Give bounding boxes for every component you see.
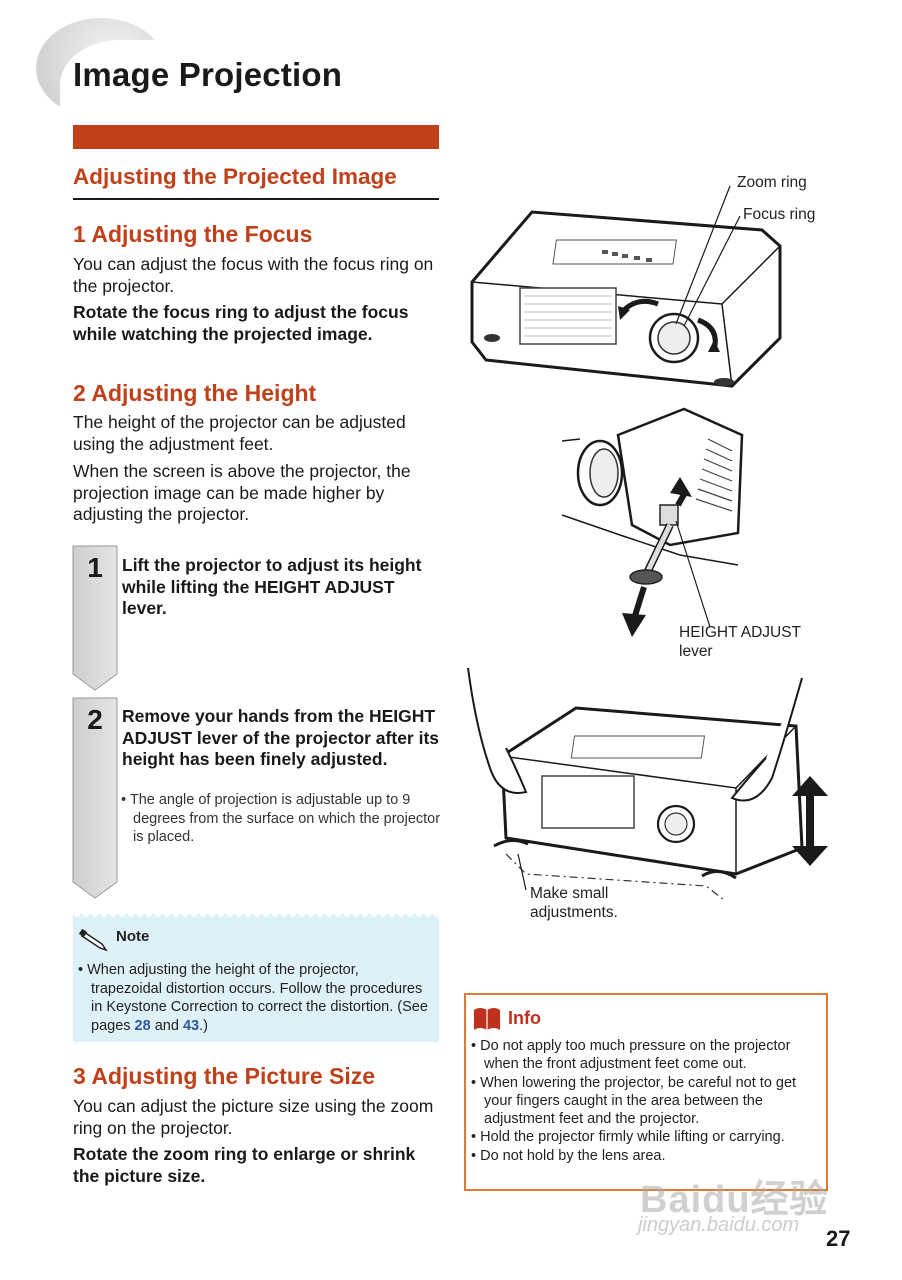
scallop-dot bbox=[200, 911, 206, 917]
note-title: Note bbox=[116, 928, 150, 945]
height-heading: 2 Adjusting the Height bbox=[73, 380, 317, 406]
zoom-ring-label: Zoom ring bbox=[737, 174, 807, 191]
height-adjust-lever-label: HEIGHT ADJUST lever bbox=[679, 624, 801, 660]
scallop-dot bbox=[425, 911, 431, 917]
step-2-bullet: • The angle of projection is adjustable … bbox=[121, 792, 441, 845]
scallop-dot bbox=[218, 911, 224, 917]
scallop-dot bbox=[326, 911, 332, 917]
page-title: Image Projection bbox=[73, 56, 343, 93]
scallop-dot bbox=[335, 911, 341, 917]
scallop-dot bbox=[353, 911, 359, 917]
step-1-number: 1 bbox=[87, 552, 103, 583]
watermark-brand: Baidu经验 bbox=[640, 1179, 829, 1221]
info-item: • Do not hold by the lens area. bbox=[471, 1147, 666, 1164]
scallop-dot bbox=[245, 911, 251, 917]
scallop-dot bbox=[263, 911, 269, 917]
section-rule bbox=[73, 198, 439, 200]
scallop-dot bbox=[155, 911, 161, 917]
picture-size-instruction: Rotate the zoom ring to enlarge or shrin… bbox=[73, 1144, 416, 1186]
scallop-dot bbox=[317, 911, 323, 917]
page-28-link[interactable]: 28 bbox=[134, 1017, 151, 1034]
note-text: • When adjusting the height of the proje… bbox=[78, 962, 428, 1034]
step-1-marker bbox=[72, 545, 118, 691]
scallop-dot bbox=[272, 911, 278, 917]
scallop-dot bbox=[290, 911, 296, 917]
scallop-dot bbox=[344, 911, 350, 917]
scallop-dot bbox=[209, 911, 215, 917]
book-icon bbox=[474, 1008, 500, 1030]
scallop-dot bbox=[92, 911, 98, 917]
scallop-dot bbox=[299, 911, 305, 917]
info-item: • When lowering the projector, be carefu… bbox=[471, 1074, 797, 1128]
page-number: 27 bbox=[826, 1226, 851, 1251]
scallop-dot bbox=[254, 911, 260, 917]
note-box bbox=[73, 914, 439, 1042]
scallop-dot bbox=[128, 911, 134, 917]
info-box bbox=[464, 993, 828, 1191]
scallop-dot bbox=[371, 911, 377, 917]
section-title: Adjusting the Projected Image bbox=[73, 164, 397, 189]
header-accent-bar bbox=[73, 125, 439, 149]
scallop-dot bbox=[227, 911, 233, 917]
watermark-url: jingyan.baidu.com bbox=[638, 1214, 800, 1236]
scallop-dot bbox=[308, 911, 314, 917]
scallop-dot bbox=[83, 911, 89, 917]
scallop-dot bbox=[398, 911, 404, 917]
scallop-dot bbox=[182, 911, 188, 917]
focus-instruction: Rotate the focus ring to adjust the focu… bbox=[73, 302, 409, 344]
height-intro-1: The height of the projector can be adjus… bbox=[73, 412, 406, 454]
scallop-dot bbox=[416, 911, 422, 917]
step-2-marker bbox=[72, 697, 118, 899]
scallop-dot bbox=[173, 911, 179, 917]
note-scallop-edge bbox=[74, 911, 440, 917]
scallop-dot bbox=[191, 911, 197, 917]
scallop-dot bbox=[119, 911, 125, 917]
height-intro-2: When the screen is above the projector, … bbox=[73, 461, 411, 524]
height-lever-illustration bbox=[560, 405, 744, 637]
scallop-dot bbox=[236, 911, 242, 917]
note-text-end: .) bbox=[199, 1017, 208, 1034]
info-item: • Hold the projector firmly while liftin… bbox=[471, 1129, 785, 1146]
picture-size-intro: You can adjust the picture size using th… bbox=[73, 1096, 434, 1138]
make-small-adjustments-label: Make small adjustments. bbox=[530, 885, 618, 921]
scallop-dot bbox=[389, 911, 395, 917]
scallop-dot bbox=[380, 911, 386, 917]
info-list: • Do not apply too much pressure on the … bbox=[471, 1037, 821, 1165]
scallop-dot bbox=[407, 911, 413, 917]
scallop-dot bbox=[434, 911, 440, 917]
step-2-number: 2 bbox=[87, 704, 103, 735]
scallop-dot bbox=[74, 911, 80, 917]
focus-heading: 1 Adjusting the Focus bbox=[73, 221, 313, 247]
scallop-dot bbox=[281, 911, 287, 917]
info-title: Info bbox=[508, 1008, 541, 1028]
corner-decoration-mask bbox=[60, 40, 180, 130]
page-43-link[interactable]: 43 bbox=[182, 1017, 200, 1034]
picture-size-heading: 3 Adjusting the Picture Size bbox=[73, 1063, 376, 1089]
scallop-dot bbox=[164, 911, 170, 917]
scallop-dot bbox=[362, 911, 368, 917]
info-item: • Do not apply too much pressure on the … bbox=[471, 1038, 791, 1073]
step-2-text: Remove your hands from the HEIGHT ADJUST… bbox=[122, 706, 440, 769]
step-1-text: Lift the projector to adjust its height … bbox=[122, 555, 422, 618]
pencil-icon bbox=[78, 928, 108, 952]
scallop-dot bbox=[110, 911, 116, 917]
note-and: and bbox=[150, 1017, 183, 1034]
scallop-dot bbox=[101, 911, 107, 917]
scallop-dot bbox=[146, 911, 152, 917]
focus-ring-label: Focus ring bbox=[743, 206, 816, 223]
note-body: • When adjusting the height of the proje… bbox=[78, 961, 428, 1035]
focus-intro: You can adjust the focus with the focus … bbox=[73, 254, 434, 296]
scallop-dot bbox=[137, 911, 143, 917]
projector-focus-illustration bbox=[470, 185, 782, 388]
lifting-projector-illustration bbox=[467, 667, 828, 901]
